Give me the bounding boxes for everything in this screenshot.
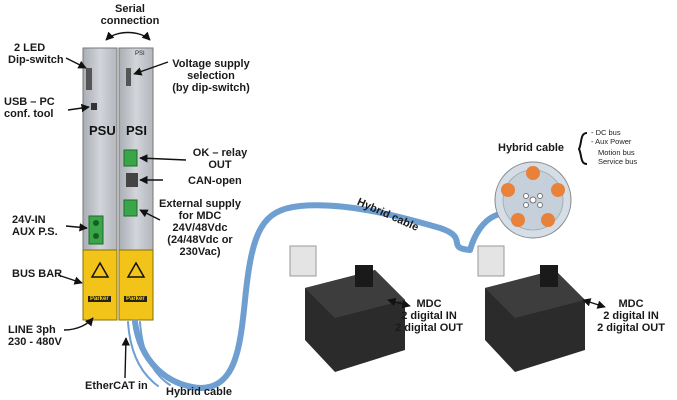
aux-ps-label: 24V-IN AUX P.S. (12, 214, 58, 238)
label-line: conf. tool (4, 108, 54, 120)
label-line: (by dip-switch) (172, 82, 250, 94)
label-line: MDC (618, 298, 644, 310)
ok-relay-label: OK – relay OUT (188, 147, 252, 171)
hybrid-cable-title: Hybrid cable (498, 142, 565, 154)
psi-tag: PSI (135, 51, 145, 57)
label-line: 2 digital OUT (597, 322, 665, 334)
label-line: LINE 3ph (8, 324, 56, 336)
legend-item-dc-bus: - DC bus (591, 128, 621, 137)
line-3ph-label: LINE 3ph 230 - 480V (8, 324, 62, 348)
legend-item-service-bus: Service bus (598, 157, 638, 166)
motor-2 (477, 245, 585, 372)
serial-connection-label: Serial connection (100, 3, 160, 27)
psi-label: PSI (126, 123, 147, 138)
label-line: USB – PC (4, 96, 55, 108)
hybrid-cable-cross-section (494, 161, 572, 239)
hybrid-cable-bottom-label: Hybrid cable (166, 386, 233, 398)
label-line: 2 digital OUT (395, 322, 463, 334)
label-line: 24V/48Vdc (172, 222, 228, 234)
label-line: 24V-IN (12, 214, 46, 226)
label-line: Dip-switch (8, 54, 64, 66)
label-line: AUX P.S. (12, 226, 58, 238)
led-dipswitch-label: 2 LED Dip-switch (8, 42, 64, 66)
label-line: for MDC (178, 210, 222, 222)
ethercat-in-label: EtherCAT in (85, 380, 148, 392)
label-line: Serial (115, 3, 145, 15)
label-line: OK – relay (192, 147, 248, 159)
usb-pc-label: USB – PC conf. tool (4, 96, 55, 120)
label-line: 2 LED (14, 42, 46, 54)
label-line: MDC (416, 298, 442, 310)
label-line: selection (187, 70, 235, 82)
psu-label: PSU (89, 123, 116, 138)
brace-icon (577, 132, 588, 165)
external-supply-label: External supply for MDC 24V/48Vdc (24/48… (158, 198, 242, 258)
psu-module (82, 47, 118, 321)
label-line: connection (100, 15, 160, 27)
can-open-label: CAN-open (188, 175, 242, 187)
label-line: Voltage supply (172, 58, 250, 70)
psi-module (118, 47, 154, 321)
psi-logo: Parker (124, 296, 147, 302)
bus-bar-label: BUS BAR (12, 268, 63, 280)
label-line: 2 digital IN (603, 310, 659, 322)
label-line: 2 digital IN (401, 310, 457, 322)
label-line: (24/48Vdc or (167, 234, 233, 246)
warning-icon (90, 261, 146, 278)
mdc-2-label: MDC 2 digital IN 2 digital OUT (588, 298, 674, 334)
legend-item-aux-power: - Aux Power (591, 137, 632, 146)
legend-item-motion-bus: Motion bus (598, 148, 635, 157)
psu-logo: Parker (88, 296, 111, 302)
voltage-supply-label: Voltage supply selection (by dip-switch) (166, 58, 256, 94)
label-line: 230Vac) (179, 246, 221, 258)
mdc-1-label: MDC 2 digital IN 2 digital OUT (386, 298, 472, 334)
label-line: External supply (159, 198, 241, 210)
motor-1 (289, 245, 405, 372)
label-line: OUT (208, 159, 232, 171)
arrow-icon (57, 31, 606, 379)
label-line: 230 - 480V (8, 336, 62, 348)
